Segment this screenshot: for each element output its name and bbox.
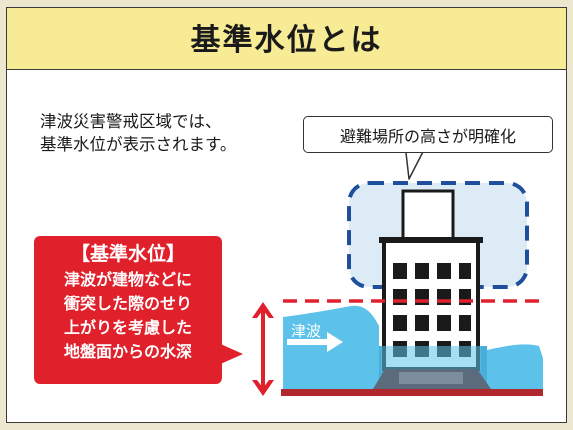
tsunami-label: 津波 (291, 322, 322, 340)
ground (281, 389, 543, 396)
building-ledge (379, 237, 483, 243)
window (415, 263, 429, 279)
water-depth-arrow (252, 302, 274, 396)
info-card: 基準水位とは (6, 7, 567, 423)
evacuation-callout: 避難場所の高さが明確化 (303, 116, 553, 153)
window (437, 263, 451, 279)
intro-text: 津波災害警戒区域では、 基準水位が表示されます。 (40, 110, 236, 156)
foundation-inner (399, 372, 463, 384)
header: 基準水位とは (7, 8, 566, 70)
definition-line: 上がりを考慮した (63, 318, 192, 337)
definition-box: 【基準水位】 津波が建物などに 衝突した際のせり 上がりを考慮した 地盤面からの… (34, 236, 222, 384)
callout-text: 避難場所の高さが明確化 (339, 126, 516, 146)
intro-line: 基準水位が表示されます。 (40, 135, 237, 154)
definition-pointer (216, 342, 243, 366)
window (393, 315, 407, 331)
definition-line: 津波が建物などに (63, 270, 192, 289)
window (415, 315, 429, 331)
building-submerged (381, 346, 481, 371)
definition-line: 地盤面からの水深 (63, 342, 192, 361)
window (437, 315, 451, 331)
tsunami-arrow (287, 332, 343, 352)
definition-title: 【基準水位】 (70, 243, 185, 265)
window (459, 263, 471, 279)
window (459, 315, 471, 331)
tsunami-diagram (216, 143, 543, 396)
definition-line: 衝突した際のせり (63, 294, 192, 313)
page-title: 基準水位とは (190, 23, 383, 58)
building-rooftop (401, 189, 455, 241)
water-right (487, 344, 543, 389)
intro-line: 津波災害警戒区域では、 (40, 112, 222, 131)
window (393, 263, 407, 279)
